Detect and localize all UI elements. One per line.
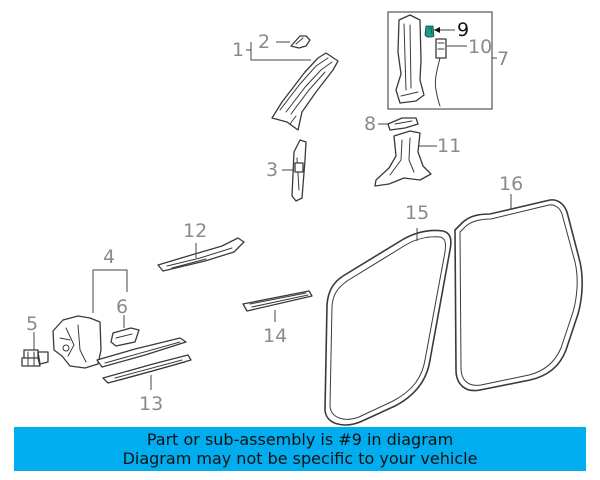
part-7-pillar-trim-assembly: [395, 14, 425, 104]
part-6-bracket: [110, 327, 140, 347]
callout-8: 8: [364, 113, 376, 135]
callout-7: 7: [497, 48, 509, 70]
part-4-kick-panel: [52, 315, 102, 369]
callout-12: 12: [183, 220, 207, 242]
callout-10: 10: [468, 36, 492, 58]
part-16-rear-door-seal: [454, 199, 583, 392]
callout-5: 5: [26, 313, 38, 335]
callout-16: 16: [499, 173, 523, 195]
part-15-front-door-seal: [324, 229, 452, 426]
part-2-clip: [290, 35, 311, 49]
part-12-scuff-plate: [157, 237, 245, 272]
callout-6: 6: [116, 296, 128, 318]
part-10-harness-bracket: [434, 38, 447, 107]
callout-1: 1: [232, 39, 244, 61]
callout-3: 3: [266, 159, 278, 181]
leader-1: [246, 42, 311, 61]
part-11-lower-pillar-trim: [374, 130, 432, 187]
part-14-sill-strip: [242, 290, 313, 312]
callout-13: 13: [139, 393, 163, 415]
callout-11: 11: [437, 135, 461, 157]
part-1-pillar-trim: [271, 52, 339, 131]
leader-4: [92, 269, 128, 313]
callout-4: 4: [103, 246, 115, 268]
part-8-clip: [387, 117, 419, 131]
banner-line-1: Part or sub-assembly is #9 in diagram: [146, 430, 454, 449]
part-4-rocker-trim: [96, 337, 187, 368]
info-banner: Part or sub-assembly is #9 in diagram Di…: [14, 427, 586, 471]
banner-line-2: Diagram may not be specific to your vehi…: [122, 449, 478, 468]
part-13-door-sill-plate: [102, 354, 192, 384]
callout-9: 9: [457, 19, 469, 41]
part-9-clip-highlighted: [424, 25, 435, 38]
callout-14: 14: [263, 325, 287, 347]
part-5-clip: [21, 349, 49, 367]
callout-15: 15: [405, 202, 429, 224]
callout-2: 2: [258, 31, 270, 53]
part-3-pillar-piece: [291, 139, 307, 202]
leader-9-arrowhead: [434, 27, 440, 33]
